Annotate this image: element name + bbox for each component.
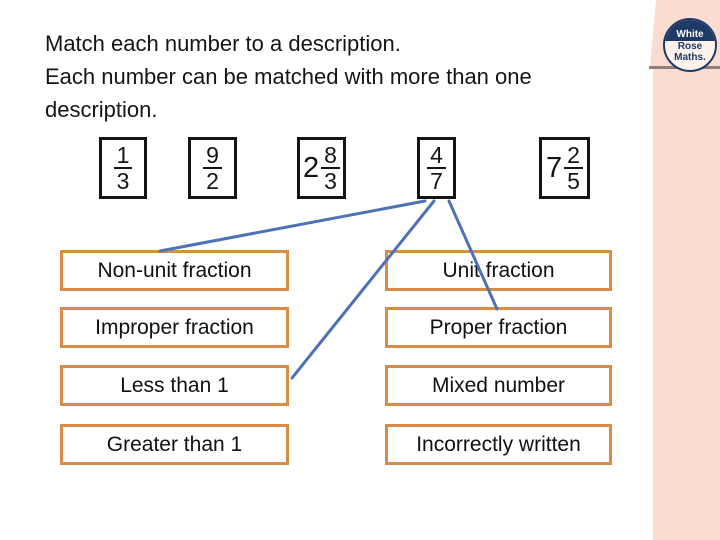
slide-title: Match each number to a description. Each…	[45, 27, 645, 126]
numerator: 4	[427, 143, 446, 169]
match-line	[158, 199, 427, 253]
number-card-nine-halves[interactable]: 9 2	[188, 137, 237, 199]
description-label: Unit fraction	[442, 258, 555, 282]
title-line-1: Match each number to a description.	[45, 31, 401, 56]
fraction: 1 3	[113, 143, 133, 194]
number-card-one-third[interactable]: 1 3	[99, 137, 147, 199]
fraction: 8 3	[321, 143, 340, 193]
description-box-less-than-1[interactable]: Less than 1	[60, 365, 289, 406]
description-box-greater-than-1[interactable]: Greater than 1	[60, 424, 289, 465]
denominator: 2	[206, 168, 219, 194]
denominator: 5	[567, 168, 580, 194]
numerator: 1	[113, 143, 133, 169]
denominator: 3	[116, 168, 130, 194]
whole-number: 7	[546, 151, 563, 184]
number-card-two-and-eight-thirds[interactable]: 2 8 3	[297, 137, 346, 199]
numerator: 8	[321, 143, 340, 169]
description-label: Less than 1	[120, 373, 229, 397]
fraction: 9 2	[203, 143, 222, 193]
title-line-3: description.	[45, 97, 158, 122]
description-box-non-unit-fraction[interactable]: Non-unit fraction	[60, 250, 289, 291]
description-box-unit-fraction[interactable]: Unit fraction	[385, 250, 612, 291]
description-label: Mixed number	[431, 373, 566, 397]
description-box-proper-fraction[interactable]: Proper fraction	[385, 307, 612, 348]
logo-word-rose: Rose	[677, 41, 703, 52]
fraction: 2 5	[564, 143, 583, 193]
number-card-seven-and-two-fifths[interactable]: 7 2 5	[539, 137, 590, 199]
fraction: 4 7	[427, 143, 446, 193]
numerator: 9	[203, 143, 222, 169]
description-box-mixed-number[interactable]: Mixed number	[385, 365, 612, 406]
logo-word-white: White	[665, 20, 715, 41]
description-label: Non-unit fraction	[97, 258, 252, 282]
description-box-incorrectly-written[interactable]: Incorrectly written	[385, 424, 612, 465]
denominator: 7	[430, 168, 443, 194]
white-rose-maths-logo: White Rose Maths.	[663, 18, 717, 72]
description-box-improper-fraction[interactable]: Improper fraction	[60, 307, 289, 348]
logo-word-maths: Maths.	[674, 52, 706, 63]
description-label: Improper fraction	[95, 315, 254, 339]
number-card-four-sevenths[interactable]: 4 7	[417, 137, 456, 199]
description-label: Proper fraction	[429, 315, 568, 339]
title-line-2: Each number can be matched with more tha…	[45, 64, 532, 89]
denominator: 3	[324, 168, 337, 194]
whole-number: 2	[303, 151, 320, 184]
description-label: Incorrectly written	[416, 432, 581, 456]
sidebar-panel	[653, 69, 720, 540]
numerator: 2	[564, 143, 583, 169]
description-label: Greater than 1	[106, 432, 243, 456]
